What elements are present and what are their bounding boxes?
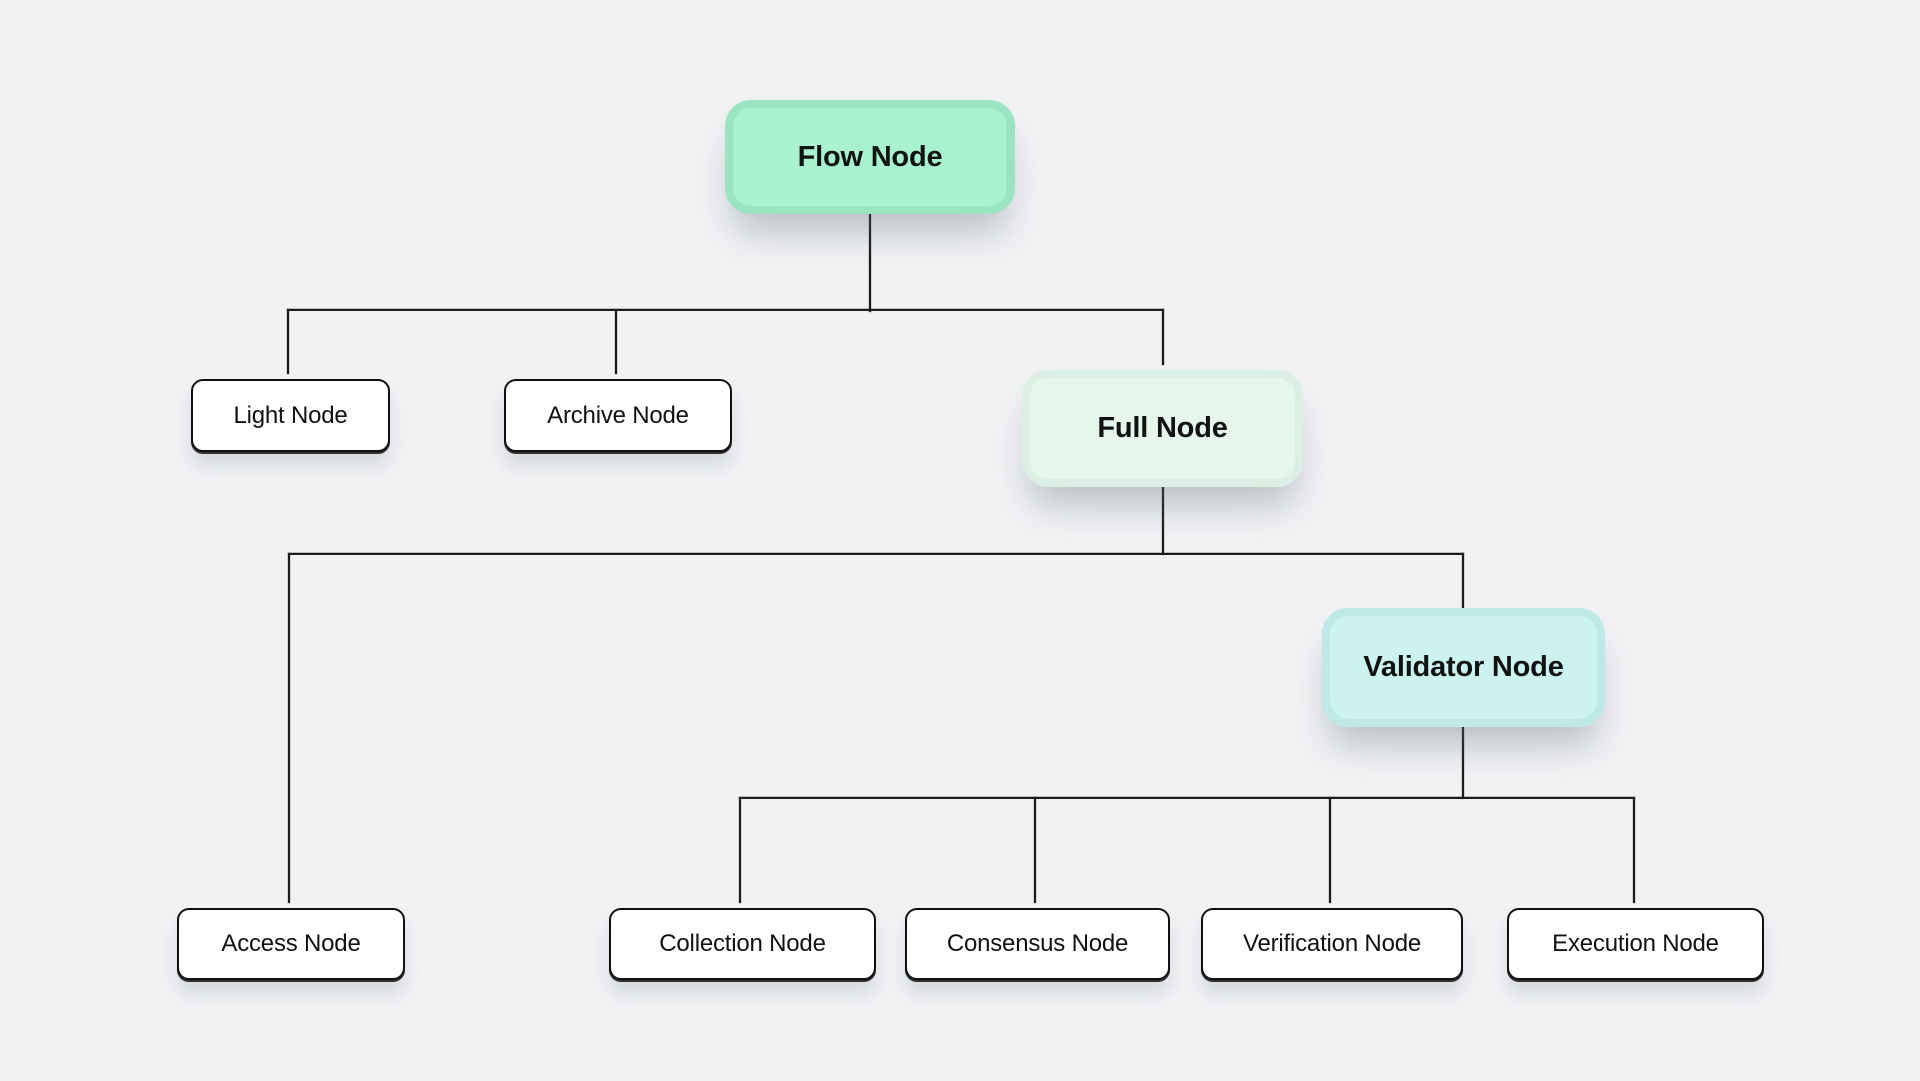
- node-archive-node: Archive Node: [504, 379, 732, 452]
- node-flow-node-label: Flow Node: [797, 140, 943, 173]
- node-validator-node: Validator Node: [1330, 616, 1597, 719]
- node-collection-node-label: Collection Node: [659, 930, 826, 957]
- node-access-node: Access Node: [177, 908, 405, 980]
- node-full-node-label: Full Node: [1097, 412, 1228, 444]
- node-execution-node-label: Execution Node: [1552, 930, 1719, 957]
- node-verification-node: Verification Node: [1201, 908, 1463, 980]
- node-flow-node: Flow Node: [733, 108, 1007, 206]
- node-verification-node-label: Verification Node: [1242, 930, 1422, 957]
- node-full-node: Full Node: [1030, 378, 1295, 479]
- node-light-node: Light Node: [191, 379, 390, 452]
- node-consensus-node: Consensus Node: [905, 908, 1170, 980]
- node-access-node-label: Access Node: [221, 930, 361, 957]
- node-execution-node: Execution Node: [1507, 908, 1764, 980]
- node-consensus-node-label: Consensus Node: [946, 930, 1129, 957]
- node-validator-node-label: Validator Node: [1363, 651, 1564, 683]
- node-collection-node: Collection Node: [609, 908, 876, 980]
- node-light-node-label: Light Node: [233, 401, 348, 429]
- node-archive-node-label: Archive Node: [547, 401, 689, 429]
